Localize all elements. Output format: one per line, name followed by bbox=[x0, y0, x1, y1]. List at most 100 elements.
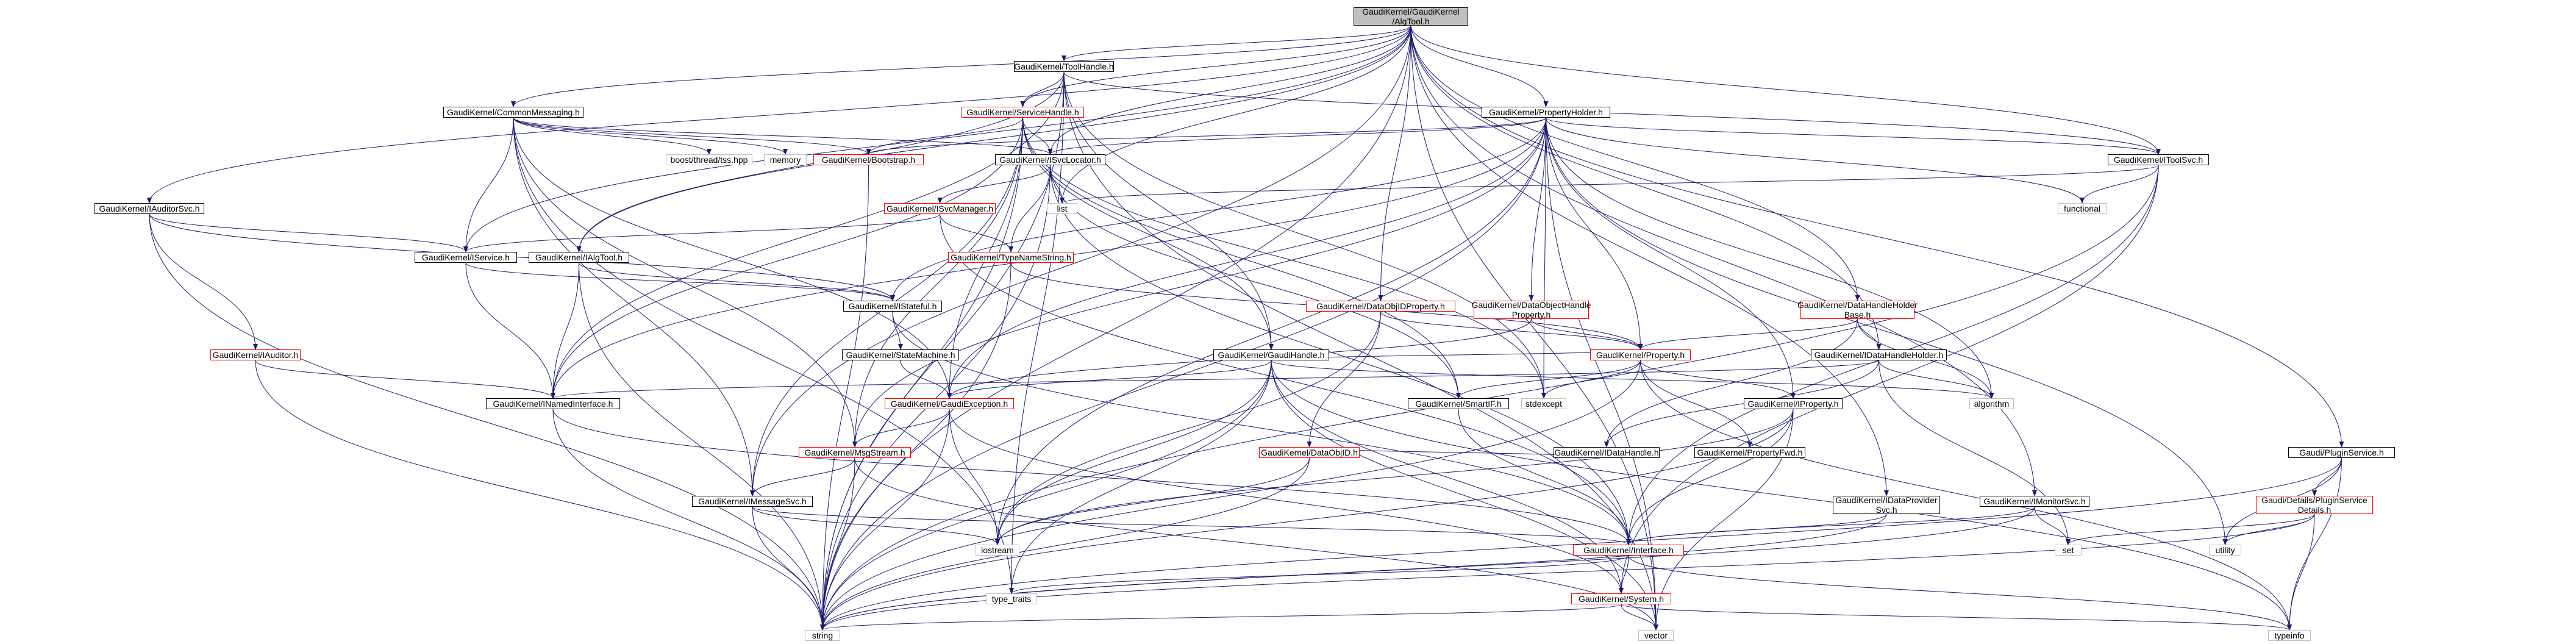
graph-edge-interface-to-typetraits bbox=[1009, 555, 1629, 594]
graph-edge-commonmsg-to-boostthread bbox=[513, 117, 712, 155]
graph-edge-isvcmanager-to-iservice bbox=[463, 213, 940, 252]
graph-node-imonitorsvc[interactable]: GaudiKernel/IMonitorSvc.h bbox=[1980, 496, 2089, 507]
graph-edge-idatahandleholder-to-set bbox=[1878, 360, 2071, 545]
graph-edge-property-to-iproperty bbox=[1640, 360, 1796, 399]
graph-node-property[interactable]: GaudiKernel/Property.h bbox=[1590, 349, 1691, 360]
graph-edge-imonitorsvc-to-interface bbox=[1626, 506, 2035, 545]
graph-edge-imessagesvc-to-interface bbox=[752, 506, 1631, 545]
graph-edge-root-to-string bbox=[820, 25, 1411, 631]
graph-edge-typenamestring-to-string bbox=[820, 262, 1011, 631]
graph-edge-servicehandle-to-smartif bbox=[1022, 117, 1461, 399]
graph-edge-gaudihandle-to-gaudiexception bbox=[947, 360, 1272, 399]
graph-node-datahandleholderbase[interactable]: GaudiKernel/DataHandleHolder Base.h bbox=[1797, 300, 1918, 320]
graph-edge-datahandleholderbase-to-idatahandle bbox=[1604, 318, 1858, 448]
graph-edge-propholder-to-bootstrap bbox=[866, 117, 1546, 155]
graph-edge-itoolsvc-to-system bbox=[1619, 165, 2159, 594]
graph-node-pluginservicedetails[interactable]: Gaudi/Details/PluginService Details.h bbox=[2256, 495, 2373, 515]
graph-edge-property-to-stdexcept bbox=[1541, 360, 1641, 399]
graph-edge-system-to-string bbox=[820, 604, 1622, 631]
graph-edge-iauditorsvc-to-string bbox=[149, 213, 825, 631]
graph-node-bootstrap[interactable]: GaudiKernel/Bootstrap.h bbox=[813, 154, 924, 165]
graph-edge-msgstream-to-vector bbox=[854, 457, 1658, 631]
graph-edge-gaudihandle-to-algorithm bbox=[1271, 360, 1994, 399]
graph-node-ialgtool[interactable]: GaudiKernel/IAlgTool.h bbox=[529, 252, 629, 263]
graph-edge-ipluginservice-to-string bbox=[820, 457, 2342, 631]
graph-edge-gaudiexception-to-msgstream bbox=[852, 409, 950, 448]
graph-edge-pluginservicedetails-to-utility bbox=[2222, 513, 2315, 545]
graph-node-boostthread: boost/thread/tss.hpp bbox=[666, 154, 752, 165]
graph-edge-ialgtool-to-inamedinterface bbox=[551, 262, 579, 399]
graph-node-iauditor[interactable]: GaudiKernel/IAuditor.h bbox=[210, 349, 301, 360]
graph-edge-iauditorsvc-to-iauditor bbox=[149, 213, 258, 350]
graph-node-inamedinterface[interactable]: GaudiKernel/INamedInterface.h bbox=[486, 398, 620, 409]
graph-node-typenamestring[interactable]: GaudiKernel/TypeNameString.h bbox=[948, 252, 1074, 263]
graph-node-idataprovidersvc[interactable]: GaudiKernel/IDataProvider Svc.h bbox=[1833, 495, 1940, 515]
graph-edge-datahandleholderbase-to-property bbox=[1638, 318, 1858, 350]
graph-node-imessagesvc[interactable]: GaudiKernel/IMessageSvc.h bbox=[692, 496, 813, 507]
graph-node-utility: utility bbox=[2209, 545, 2241, 556]
graph-edge-iauditorsvc-to-istateful bbox=[149, 213, 895, 301]
graph-node-iservice[interactable]: GaudiKernel/IService.h bbox=[415, 252, 517, 263]
graph-edge-pluginservicedetails-to-set bbox=[2066, 513, 2315, 545]
graph-node-gaudihandle[interactable]: GaudiKernel/GaudiHandle.h bbox=[1213, 349, 1329, 360]
graph-edge-root-to-dataobjidprop bbox=[1378, 25, 1411, 301]
graph-node-statemachine[interactable]: GaudiKernel/StateMachine.h bbox=[842, 349, 959, 360]
graph-node-iproperty[interactable]: GaudiKernel/IProperty.h bbox=[1744, 398, 1843, 409]
graph-node-idatahandleholder[interactable]: GaudiKernel/IDataHandleHolder.h bbox=[1811, 349, 1947, 360]
graph-node-list: list bbox=[1047, 203, 1077, 214]
graph-edge-commonmsg-to-msgstream bbox=[513, 117, 857, 448]
graph-node-set: set bbox=[2055, 545, 2082, 556]
graph-edge-root-to-idataprovidersvc bbox=[1410, 25, 1889, 496]
graph-edge-gaudiexception-to-string bbox=[820, 409, 950, 631]
graph-edge-propholder-to-dataobjhandleprop bbox=[1529, 117, 1546, 301]
graph-edge-root-to-commonmsg bbox=[511, 25, 1411, 107]
graph-node-idatahandle[interactable]: GaudiKernel/IDataHandle.h bbox=[1554, 447, 1660, 458]
graph-edge-toolhandle-to-inamedinterface bbox=[551, 71, 1065, 399]
graph-node-interface[interactable]: GaudiKernel/Interface.h bbox=[1573, 545, 1684, 556]
graph-node-smartif[interactable]: GaudiKernel/SmartIF.h bbox=[1408, 398, 1509, 409]
graph-edge-inamedinterface-to-interface bbox=[552, 409, 1631, 545]
graph-edge-commonmsg-to-memory bbox=[513, 117, 788, 155]
graph-node-typetraits: type_traits bbox=[986, 593, 1037, 604]
graph-edge-root-to-datahandleholderbase bbox=[1410, 25, 1860, 301]
graph-edge-isvcmanager-to-typenamestring bbox=[940, 213, 1013, 252]
graph-node-isvcmanager[interactable]: GaudiKernel/ISvcManager.h bbox=[884, 203, 996, 214]
graph-edge-smartif-to-interface bbox=[1458, 409, 1631, 545]
graph-node-system[interactable]: GaudiKernel/System.h bbox=[1571, 593, 1671, 604]
graph-edge-property-to-typeinfo bbox=[1640, 360, 2292, 631]
graph-node-gaudiexception[interactable]: GaudiKernel/GaudiException.h bbox=[885, 398, 1014, 409]
graph-node-isvclocator[interactable]: GaudiKernel/ISvcLocator.h bbox=[995, 154, 1105, 165]
graph-edge-isvclocator-to-string bbox=[820, 165, 1051, 631]
graph-node-msgstream[interactable]: GaudiKernel/MsgStream.h bbox=[799, 447, 911, 458]
graph-edge-property-to-propertyfwd bbox=[1640, 360, 1752, 448]
graph-edge-root-to-ipluginservice bbox=[1410, 25, 2344, 448]
graph-edge-ipluginservice-to-pluginservicedetails bbox=[2312, 457, 2342, 496]
graph-edge-commonmsg-to-iservice bbox=[463, 117, 514, 252]
graph-edge-servicehandle-to-isvclocator bbox=[1022, 117, 1053, 155]
graph-edge-isvclocator-to-isvcmanager bbox=[937, 165, 1051, 204]
graph-node-commonmsg[interactable]: GaudiKernel/CommonMessaging.h bbox=[443, 107, 583, 118]
graph-node-propertyfwd[interactable]: GaudiKernel/PropertyFwd.h bbox=[1694, 447, 1805, 458]
graph-node-servicehandle[interactable]: GaudiKernel/ServiceHandle.h bbox=[962, 107, 1084, 118]
graph-edge-dataobjidprop-to-iostream bbox=[995, 311, 1381, 545]
graph-edge-idatahandleholder-to-inamedinterface bbox=[551, 360, 1879, 399]
graph-node-itoolsvc[interactable]: GaudiKernel/IToolSvc.h bbox=[2108, 154, 2209, 165]
graph-edge-imessagesvc-to-string bbox=[752, 506, 825, 631]
graph-node-ipluginservice[interactable]: Gaudi/PluginService.h bbox=[2288, 447, 2395, 458]
graph-node-stdexcept: stdexcept bbox=[1521, 398, 1566, 409]
graph-edge-msgstream-to-imessagesvc bbox=[750, 457, 855, 496]
graph-node-dataobjhandleprop[interactable]: GaudiKernel/DataObjectHandle Property.h bbox=[1471, 300, 1591, 320]
graph-node-iauditorsvc[interactable]: GaudiKernel/IAuditorSvc.h bbox=[95, 203, 204, 214]
graph-edge-gaudihandle-to-iostream bbox=[995, 360, 1272, 545]
graph-node-dataobjidprop[interactable]: GaudiKernel/DataObjIDProperty.h bbox=[1306, 301, 1455, 312]
graph-edge-isvclocator-to-interface bbox=[1050, 165, 1631, 545]
graph-node-toolhandle[interactable]: GaudiKernel/ToolHandle.h bbox=[1014, 61, 1114, 72]
graph-edge-propholder-to-utility bbox=[1546, 117, 2228, 545]
graph-node-istateful[interactable]: GaudiKernel/IStateful.h bbox=[843, 301, 942, 312]
graph-edge-root-to-toolhandle bbox=[1061, 25, 1411, 62]
graph-node-propholder[interactable]: GaudiKernel/PropertyHolder.h bbox=[1482, 107, 1610, 118]
graph-edge-gaudihandle-to-vector bbox=[1271, 360, 1658, 631]
graph-node-dataobjid[interactable]: GaudiKernel/DataObjID.h bbox=[1259, 447, 1360, 458]
graph-edge-root-to-iauditorsvc bbox=[147, 25, 1411, 204]
